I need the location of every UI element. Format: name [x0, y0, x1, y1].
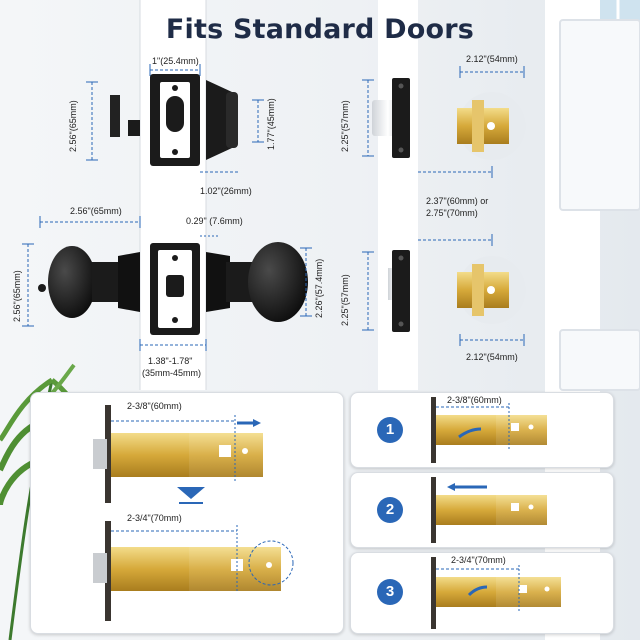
- latch-long-label: 2-3/4"(70mm): [127, 513, 182, 523]
- strike-plate-top: [372, 78, 410, 158]
- latch-faceplate-long: [105, 521, 111, 621]
- edge-bore-top: [457, 92, 526, 160]
- step-2-illustration: [431, 477, 547, 543]
- knob-set: [38, 242, 308, 335]
- dim-knob-rose: 2.26"(57.4mm): [314, 258, 324, 318]
- door-panel-top: [559, 19, 640, 211]
- dim-deadbolt-bore: 1"(25.4mm): [152, 56, 199, 66]
- dim-faceplate-bottom: 2.12"(54mm): [466, 352, 518, 362]
- dim-faceplate-top: 2.12"(54mm): [466, 54, 518, 64]
- latch-illustration: [93, 405, 294, 621]
- step-panel-2: 2: [350, 472, 614, 548]
- latch-body-short: [111, 433, 189, 477]
- step-3-illustration: [431, 557, 561, 629]
- dim-backset-1: 2.37"(60mm) or: [426, 196, 489, 206]
- dim-knob-projection: 2.56"(65mm): [70, 206, 122, 216]
- latch-adjust-panel: 2-3/8"(60mm) 2-3/4"(70mm): [30, 392, 344, 634]
- step-number-2: 2: [377, 497, 403, 523]
- dim-strike-top-height: 2.25"(57mm): [340, 100, 350, 152]
- dim-rose-thickness: 0.29" (7.6mm): [186, 216, 243, 226]
- latch-body-long: [111, 547, 189, 591]
- step-1-label: 2-3/8"(60mm): [447, 395, 502, 405]
- page-title: Fits Standard Doors: [165, 14, 475, 45]
- dim-knob-diameter: 2.56"(65mm): [12, 270, 22, 322]
- dim-strike-bottom-height: 2.25"(57mm): [340, 274, 350, 326]
- latch-faceplate-short: [105, 405, 111, 503]
- twist-arrow-icon: [467, 585, 488, 597]
- step-3-label: 2-3/4"(70mm): [451, 555, 506, 565]
- door-panel-bottom: [559, 329, 640, 391]
- dim-door-thickness-2: (35mm-45mm): [142, 368, 202, 378]
- step-1-illustration: [431, 397, 547, 463]
- strike-plate-bottom: [388, 250, 410, 332]
- detail-circle: [248, 540, 294, 586]
- dim-deadbolt-height: 2.56"(65mm): [68, 100, 78, 152]
- dim-deadbolt-depth: 1.02"(26mm): [200, 186, 252, 196]
- latch-short-label: 2-3/8"(60mm): [127, 401, 182, 411]
- latch-bolt-short: [93, 439, 107, 469]
- step-panel-1: 1 2-3/8"(60mm): [350, 392, 614, 468]
- deadbolt: [110, 74, 238, 166]
- step-number-1: 1: [377, 417, 403, 443]
- step-panel-3: 3 2-3/4"(70mm): [350, 552, 614, 634]
- dim-deadbolt-plate-height: 1.77"(45mm): [266, 98, 276, 150]
- step-number-3: 3: [377, 579, 403, 605]
- dim-backset-2: 2.75"(70mm): [426, 208, 478, 218]
- latch-bolt-long: [93, 553, 107, 583]
- twist-arrow-icon: [458, 427, 482, 439]
- dimension-lines: [22, 64, 525, 351]
- edge-bore-bottom: [457, 256, 526, 324]
- dim-door-thickness-1: 1.38"-1.78": [148, 356, 193, 366]
- arrow-down-icon: [177, 487, 205, 499]
